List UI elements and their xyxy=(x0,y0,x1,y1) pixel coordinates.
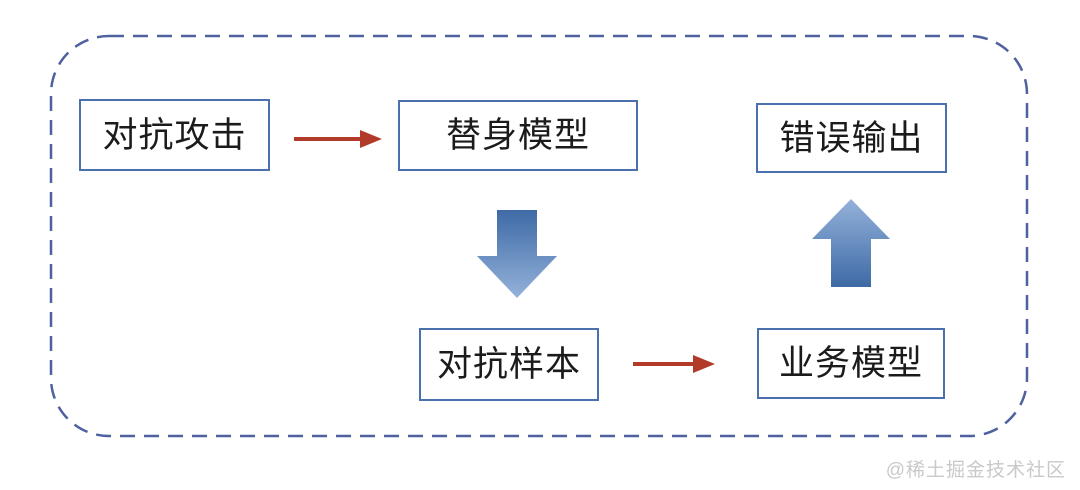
red-arrow-attack-to-substitute-icon xyxy=(294,130,382,148)
node-adversarial-attack-label: 对抗攻击 xyxy=(102,115,247,155)
node-adversarial-sample: 对抗样本 xyxy=(419,328,599,401)
node-substitute-model: 替身模型 xyxy=(398,100,638,171)
node-adversarial-sample-label: 对抗样本 xyxy=(436,345,581,384)
node-business-model: 业务模型 xyxy=(757,328,945,399)
node-substitute-model-label: 替身模型 xyxy=(445,116,590,155)
block-arrow-up-icon xyxy=(812,199,890,287)
node-error-output: 错误输出 xyxy=(756,103,947,173)
red-arrow-sample-to-business-icon xyxy=(633,355,715,373)
node-error-output-label: 错误输出 xyxy=(779,118,924,158)
node-adversarial-attack: 对抗攻击 xyxy=(79,99,270,171)
node-business-model-label: 业务模型 xyxy=(778,344,923,383)
watermark-text: @稀土掘金技术社区 xyxy=(885,460,1066,481)
block-arrow-down-icon xyxy=(477,210,557,298)
